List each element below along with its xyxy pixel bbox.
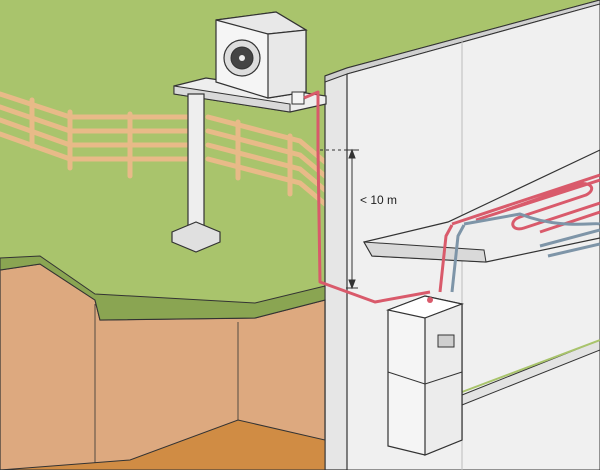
lawn-edge bbox=[0, 255, 326, 321]
cold-water-pipes bbox=[450, 224, 466, 293]
indoor-unit bbox=[385, 295, 465, 456]
soil-floor bbox=[0, 419, 326, 470]
outdoor-heat-pump-unit bbox=[215, 11, 308, 105]
hot-water-pipes bbox=[303, 90, 454, 304]
wall-bracket bbox=[171, 77, 327, 253]
distance-label: < 10 m bbox=[360, 193, 397, 207]
fence-posts bbox=[29, 97, 293, 197]
distance-dimension bbox=[320, 148, 360, 290]
underfloor-heating bbox=[451, 173, 600, 258]
